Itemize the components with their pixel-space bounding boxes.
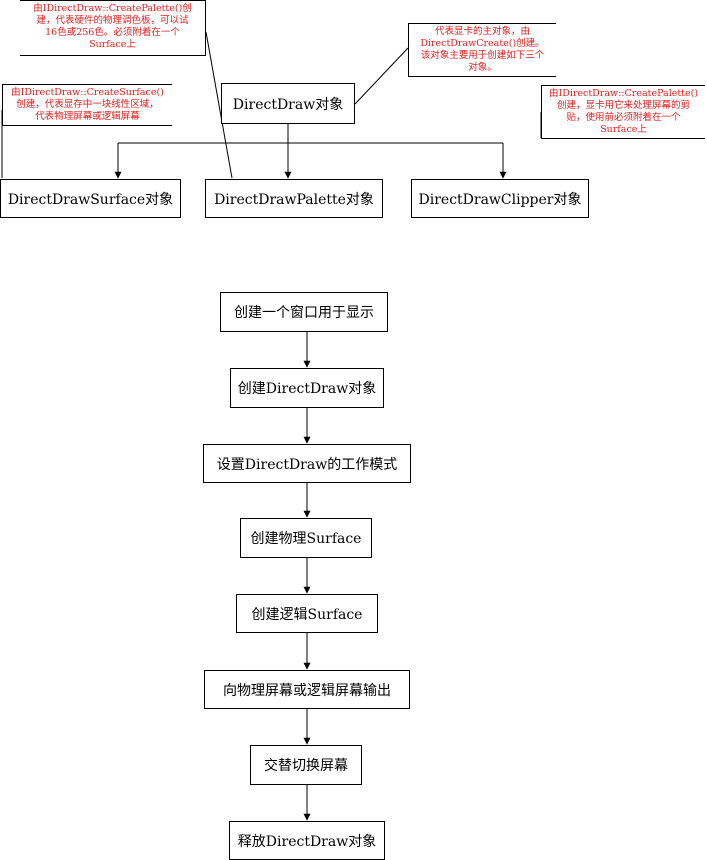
- directdraw-object-box: DirectDraw对象: [221, 83, 355, 124]
- flow-step-set-mode: 设置DirectDraw的工作模式: [203, 444, 411, 483]
- note-palette: 由IDirectDraw::CreatePalette()创 建，代表硬件的物理…: [20, 0, 206, 56]
- note-directdraw-line: DirectDrawCreate()创建。: [420, 38, 545, 49]
- flow-step-output-screen: 向物理屏幕或逻辑屏幕输出: [204, 670, 410, 709]
- note-palette-line: Surface上: [89, 39, 136, 50]
- directdrawsurface-object-box: DirectDrawSurface对象: [0, 179, 181, 218]
- note-clipper-line: 由IDirectDraw::CreatePalette(): [548, 88, 699, 99]
- note-directdraw-line: 对象。: [468, 62, 497, 73]
- flow-step-flip-screen: 交替切换屏幕: [250, 745, 362, 785]
- flow-step-create-physical-surface: 创建物理Surface: [240, 518, 372, 558]
- note-clipper-line: 创建，显卡用它来处理屏幕的剪: [556, 100, 690, 111]
- note-clipper-line: Surface上: [600, 124, 647, 135]
- note-palette-line: 建，代表硬件的物理调色板，可以试: [36, 15, 189, 26]
- flow-step-create-window: 创建一个窗口用于显示: [220, 292, 388, 332]
- note-clipper-line: 贴，使用前必须附着在一个: [566, 112, 681, 123]
- note-surface: 由IDirectDraw::CreateSurface() 创建，代表显存中一块…: [2, 84, 172, 126]
- directdrawclipper-object-box: DirectDrawClipper对象: [411, 179, 589, 218]
- note-palette-line: 16色或256色。必须附着在一个: [45, 27, 180, 38]
- hierarchy-connectors: [114, 124, 507, 179]
- note-surface-line: 创建，代表显存中一块线性区域，: [16, 99, 159, 110]
- note-surface-line: 代表物理屏幕或逻辑屏幕: [35, 111, 140, 122]
- note-palette-line: 由IDirectDraw::CreatePalette()创: [33, 3, 192, 14]
- note-directdraw-line: 该对象主要用于创建如下三个: [420, 50, 545, 61]
- flow-step-release-directdraw: 释放DirectDraw对象: [229, 821, 385, 860]
- flow-step-create-logical-surface: 创建逻辑Surface: [236, 594, 378, 633]
- flow-step-create-directdraw: 创建DirectDraw对象: [230, 368, 384, 408]
- note-clipper: 由IDirectDraw::CreatePalette() 创建，显卡用它来处理…: [541, 85, 705, 139]
- note-directdraw: 代表显卡的主对象，由 DirectDrawCreate()创建。 该对象主要用于…: [408, 23, 556, 77]
- directdrawpalette-object-box: DirectDrawPalette对象: [205, 179, 383, 218]
- note-surface-line: 由IDirectDraw::CreateSurface(): [11, 87, 164, 98]
- note-directdraw-line: 代表显卡的主对象，由: [434, 26, 530, 37]
